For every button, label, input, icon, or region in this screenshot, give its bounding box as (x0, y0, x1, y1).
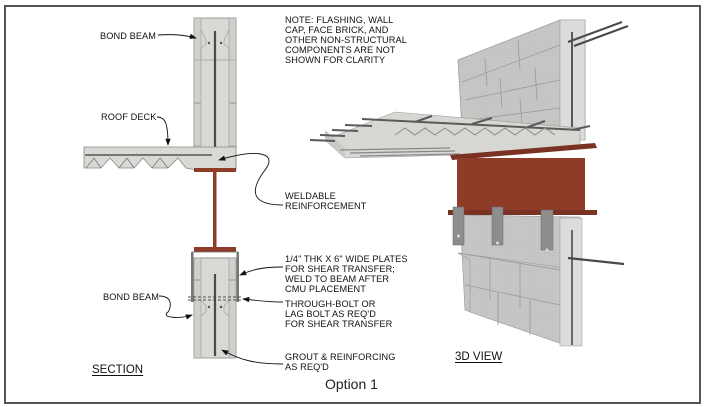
roof-deck-3d (309, 111, 591, 159)
callout-weldable-reinforcement: WELDABLE REINFORCEMENT (285, 191, 367, 211)
steel-beam-3d (448, 143, 597, 215)
note-text: NOTE: FLASHING, WALL CAP, FACE BRICK, AN… (285, 15, 407, 65)
callout-bond-beam-bottom: BOND BEAM (103, 292, 160, 302)
rebar-3d-lower-stub (567, 256, 625, 266)
shear-plates-3d (452, 206, 554, 252)
callout-through-bolt: THROUGH-BOLT OR LAG BOLT AS REQ'D FOR SH… (285, 299, 393, 329)
leader-lines (156, 33, 284, 365)
drawing-caption: Option 1 (325, 376, 378, 392)
rebar-3d-stub-2 (573, 25, 629, 47)
callout-bond-beam-top: BOND BEAM (100, 31, 157, 41)
3d-view-title: 3D VIEW (455, 351, 503, 363)
section-title: SECTION (92, 364, 144, 376)
rebar-3d-stub-1 (567, 21, 623, 43)
steel-beam-section (194, 168, 236, 252)
lower-cmu-wall-3d (457, 214, 583, 347)
drawing-border (4, 5, 701, 404)
callout-shear-plates: 1/4" THK x 6" WIDE PLATES FOR SHEAR TRAN… (285, 254, 408, 294)
callout-grout-reinforcing: GROUT & REINFORCING AS REQ'D (285, 352, 396, 372)
callout-roof-deck: ROOF DECK (101, 112, 157, 122)
